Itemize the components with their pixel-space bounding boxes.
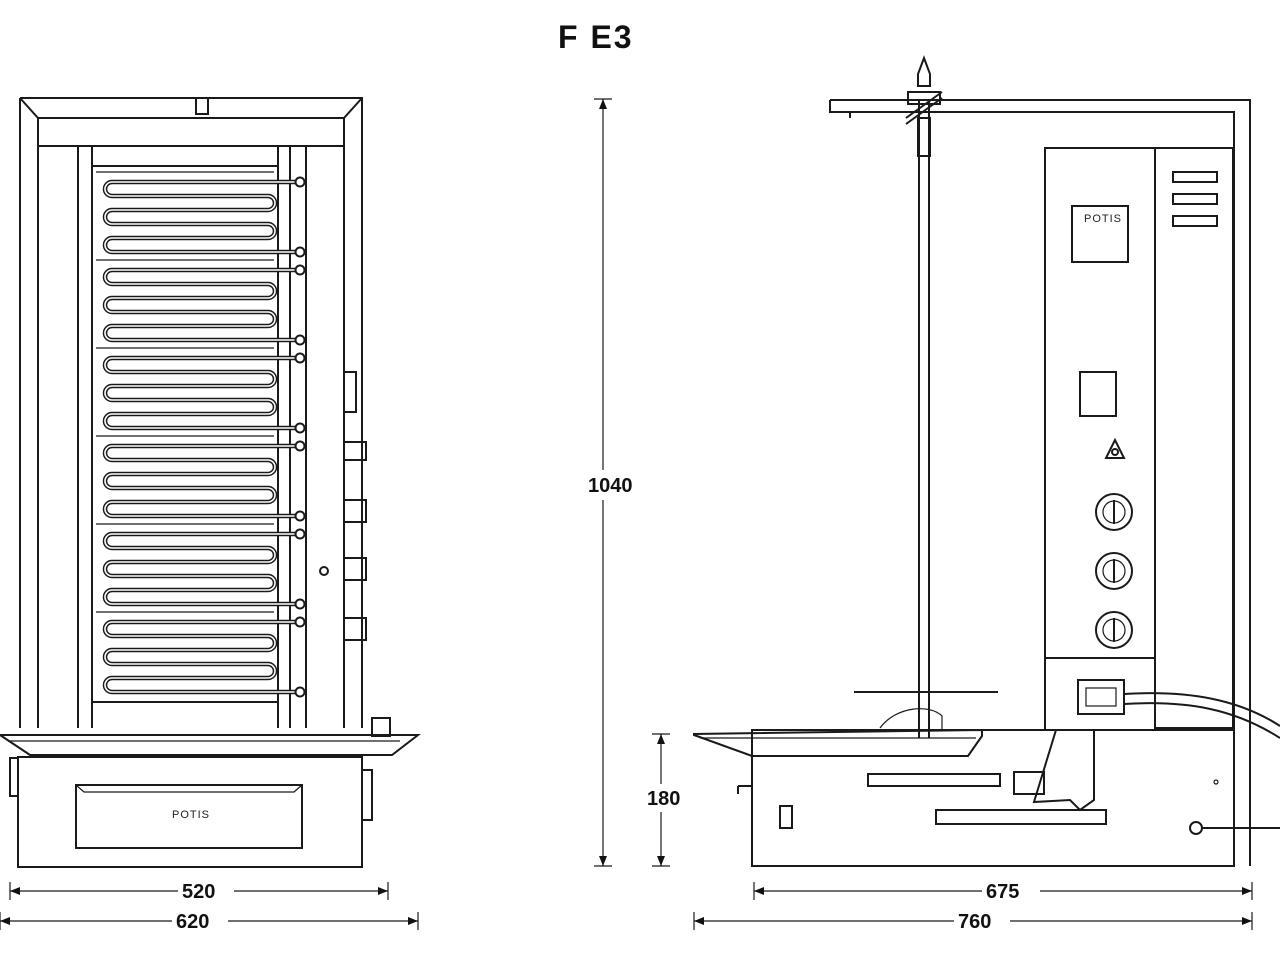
heating-coil <box>102 179 300 255</box>
coil-terminal <box>294 598 306 610</box>
side-brand-plate <box>1071 205 1129 263</box>
heating-coil-highlight <box>104 181 300 253</box>
heating-coil <box>102 267 300 343</box>
dim-total-height: 1040 <box>588 475 633 497</box>
front-knob-4 <box>343 617 367 641</box>
front-tray-tab <box>371 717 391 737</box>
coil-terminal <box>294 440 306 452</box>
coil-terminal <box>294 246 306 258</box>
heating-coil <box>102 619 300 695</box>
coil-terminal <box>294 176 306 188</box>
side-vent-3 <box>1172 215 1218 227</box>
front-lock <box>319 566 329 576</box>
heating-coil-highlight <box>104 621 300 693</box>
side-spit-tip <box>917 55 931 87</box>
front-view: POTIS <box>0 97 421 868</box>
side-vent-1 <box>1172 171 1218 183</box>
side-knob-2 <box>1095 552 1133 590</box>
side-brand-label: POTIS <box>1084 213 1122 225</box>
heater-panel <box>91 165 279 703</box>
coil-terminal <box>294 528 306 540</box>
heating-coil-highlight <box>104 533 300 605</box>
side-knob-1 <box>1095 493 1133 531</box>
heating-coil <box>102 443 300 519</box>
heating-coil-highlight <box>104 357 300 429</box>
coil-terminal <box>294 686 306 698</box>
front-dimensions: 520 620 <box>0 881 419 933</box>
heating-coil <box>102 355 300 431</box>
front-drawer <box>75 784 303 849</box>
heating-coil <box>102 531 300 607</box>
side-knob-3 <box>1095 611 1133 649</box>
side-bracket <box>1032 729 1095 812</box>
side-rail-upper <box>867 773 1001 787</box>
side-vent-2 <box>1172 193 1218 205</box>
front-top-tab <box>195 97 209 115</box>
side-rail-lower <box>935 809 1107 825</box>
side-drip-tray <box>693 728 983 757</box>
heating-coil-highlight <box>104 445 300 517</box>
front-top-band <box>37 117 345 147</box>
dim-side-outer: 760 <box>958 911 991 933</box>
side-base <box>751 729 1235 867</box>
front-knob-2 <box>343 499 367 523</box>
side-power-cable <box>1123 692 1280 727</box>
front-drip-tray <box>0 734 421 756</box>
dim-front-inner: 520 <box>182 881 215 903</box>
drawing-title: F E3 <box>558 19 634 55</box>
heating-coil-highlight <box>104 269 300 341</box>
coil-terminal <box>294 264 306 276</box>
front-hood-bevel <box>19 97 363 119</box>
front-handle <box>343 371 357 413</box>
front-knob-1 <box>343 441 367 461</box>
coil-terminal <box>294 334 306 346</box>
side-dimensions: 675 760 <box>693 881 1253 933</box>
side-warning-icon <box>1104 437 1126 459</box>
side-view: POTIS <box>693 55 1280 867</box>
side-top-arm <box>830 99 1251 866</box>
side-power-socket <box>1077 679 1125 715</box>
dim-front-outer: 620 <box>176 911 209 933</box>
coil-terminal <box>294 352 306 364</box>
height-dimensions: 1040 180 <box>588 98 680 867</box>
coil-terminal <box>294 422 306 434</box>
front-knob-3 <box>343 557 367 581</box>
front-brand-label: POTIS <box>172 809 210 821</box>
dim-base-height: 180 <box>647 788 680 810</box>
coil-terminal <box>294 616 306 628</box>
side-indicator <box>1079 371 1117 417</box>
coil-terminal <box>294 510 306 522</box>
dim-side-inner: 675 <box>986 881 1019 903</box>
heating-coils <box>96 171 306 698</box>
